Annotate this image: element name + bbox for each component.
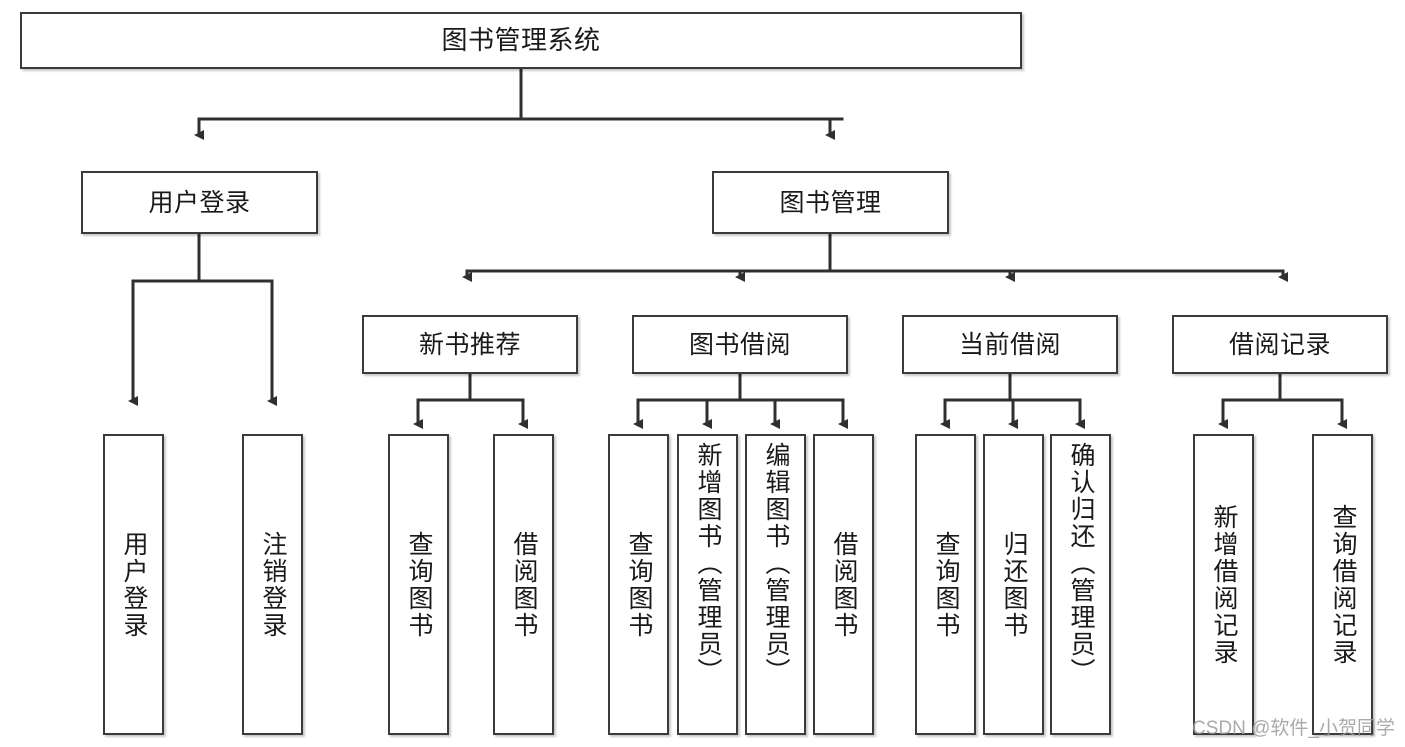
leaf-borrow-record-add-record[interactable]: 新增借阅记录 (1193, 434, 1254, 735)
leaf-book-borrow-query-books[interactable]: 查询图书 (608, 434, 669, 735)
node-new-book-recommendation[interactable]: 新书推荐 (362, 315, 578, 374)
node-label: 注销登录 (259, 530, 287, 639)
leaf-new-book-query-books[interactable]: 查询图书 (388, 434, 449, 735)
leaf-book-borrow-edit-book-admin[interactable]: 编辑图书（管理员） (745, 434, 806, 735)
node-label: 查询借阅记录 (1329, 503, 1357, 666)
leaf-borrow-record-query-record[interactable]: 查询借阅记录 (1312, 434, 1373, 735)
leaf-user-login-logout[interactable]: 注销登录 (242, 434, 303, 735)
leaf-current-borrow-return-books[interactable]: 归还图书 (983, 434, 1044, 735)
node-user-login[interactable]: 用户登录 (81, 171, 318, 234)
node-label: 编辑图书（管理员） (762, 442, 790, 685)
node-label: 新增借阅记录 (1210, 503, 1238, 666)
node-current-borrowing[interactable]: 当前借阅 (902, 315, 1118, 374)
node-label: 借阅图书 (830, 530, 858, 639)
node-label: 图书借阅 (688, 330, 791, 359)
node-label: 查询图书 (405, 530, 433, 639)
leaf-new-book-borrow-books[interactable]: 借阅图书 (493, 434, 554, 735)
node-label: 用户登录 (148, 188, 251, 217)
leaf-current-borrow-confirm-return-admin[interactable]: 确认归还（管理员） (1050, 434, 1111, 735)
node-label: 借阅记录 (1228, 330, 1331, 359)
node-label: 查询图书 (625, 530, 653, 639)
leaf-book-borrow-borrow-books[interactable]: 借阅图书 (813, 434, 874, 735)
node-root-book-management-system[interactable]: 图书管理系统 (20, 12, 1022, 69)
node-label: 归还图书 (1000, 530, 1028, 639)
node-label: 借阅图书 (510, 530, 538, 639)
node-label: 新书推荐 (418, 330, 521, 359)
node-label: 图书管理 (779, 188, 882, 217)
node-label: 确认归还（管理员） (1067, 442, 1095, 685)
node-book-management[interactable]: 图书管理 (712, 171, 949, 234)
node-book-borrowing[interactable]: 图书借阅 (632, 315, 848, 374)
node-label: 新增图书（管理员） (694, 442, 722, 685)
leaf-current-borrow-query-books[interactable]: 查询图书 (915, 434, 976, 735)
node-label: 图书管理系统 (441, 24, 601, 55)
leaf-book-borrow-add-book-admin[interactable]: 新增图书（管理员） (677, 434, 738, 735)
node-borrow-record[interactable]: 借阅记录 (1172, 315, 1388, 374)
node-label: 当前借阅 (958, 330, 1061, 359)
node-label: 查询图书 (932, 530, 960, 639)
leaf-user-login-login[interactable]: 用户登录 (103, 434, 164, 735)
node-label: 用户登录 (120, 530, 148, 639)
